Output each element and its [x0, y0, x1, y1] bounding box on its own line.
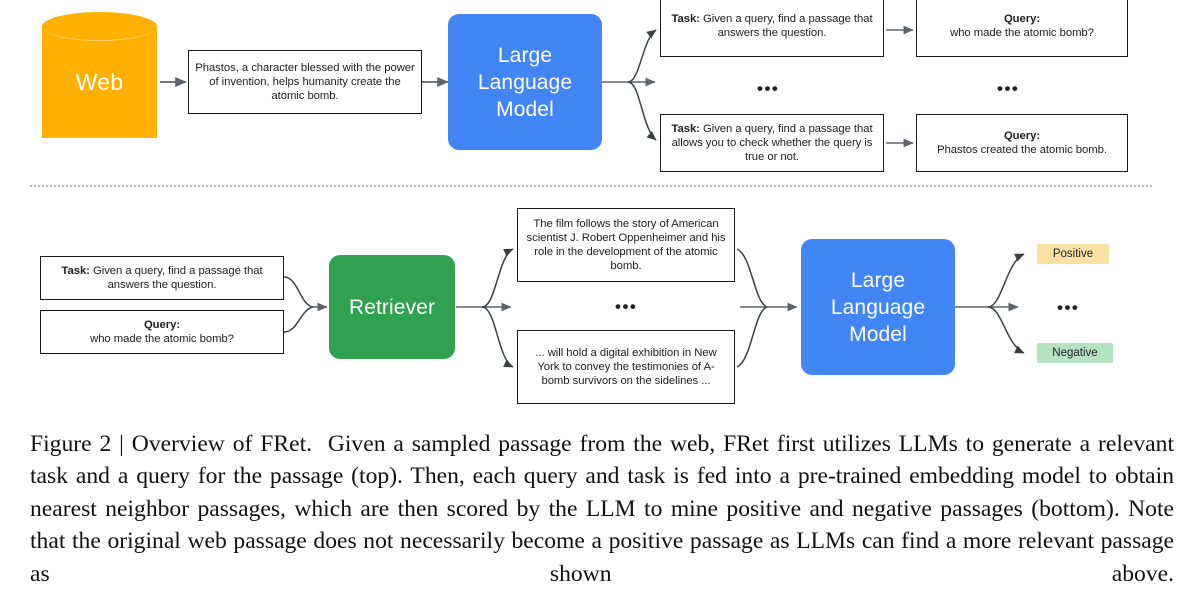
caption-title: Overview of FRet.	[131, 431, 313, 457]
web-source-cylinder: Web	[42, 12, 157, 152]
bottom-llm-line-2: Language	[830, 295, 926, 319]
negative-badge: Negative	[1037, 343, 1113, 363]
input-query-text: who made the atomic bomb?	[90, 333, 234, 345]
input-task-label: Task:	[61, 264, 90, 277]
section-divider	[30, 185, 1152, 187]
query-2-label: Query:	[1003, 129, 1041, 142]
top-llm-line-3: Model	[496, 97, 554, 121]
query-1-label: Query:	[1003, 12, 1041, 25]
top-llm-line-1: Large	[497, 43, 553, 67]
negative-badge-label: Negative	[1052, 347, 1098, 359]
caption-body: Given a sampled passage from the web, FR…	[30, 431, 1174, 587]
cylinder-bottom-ellipse	[42, 110, 157, 138]
task-1-label: Task:	[671, 12, 700, 25]
generated-query-2-box: Query: Phastos created the atomic bomb.	[916, 114, 1128, 172]
generated-query-1-box: Query: who made the atomic bomb?	[916, 0, 1128, 57]
query-1-text: who made the atomic bomb?	[950, 27, 1094, 39]
generated-task-2-content: Task: Given a query, find a passage that…	[667, 122, 877, 165]
task-2-label: Task:	[671, 122, 700, 135]
web-passage-text: Phastos, a character blessed with the po…	[195, 61, 415, 103]
query-2-text: Phastos created the atomic bomb.	[937, 144, 1107, 156]
query-ellipsis: •••	[997, 79, 1020, 98]
web-passage-box: Phastos, a character blessed with the po…	[188, 50, 422, 114]
generated-task-1-content: Task: Given a query, find a passage that…	[667, 12, 877, 40]
generated-task-1-box: Task: Given a query, find a passage that…	[660, 0, 884, 57]
input-query-box: Query: who made the atomic bomb?	[40, 310, 284, 354]
task-1-text: Given a query, find a passage that answe…	[699, 12, 873, 39]
input-query-label: Query:	[143, 318, 181, 331]
bottom-llm-line-1: Large	[850, 268, 906, 292]
retrieved-passage-1-text: The film follows the story of American s…	[526, 217, 726, 273]
generated-task-2-box: Task: Given a query, find a passage that…	[660, 114, 884, 172]
retriever-block: Retriever	[329, 255, 455, 359]
input-task-box: Task: Given a query, find a passage that…	[40, 256, 284, 300]
input-task-content: Task: Given a query, find a passage that…	[47, 264, 277, 292]
retrieved-passage-1-box: The film follows the story of American s…	[517, 208, 735, 282]
figure-caption: Figure 2 | Overview of FRet. Given a sam…	[30, 428, 1174, 590]
retriever-label: Retriever	[348, 295, 436, 319]
score-ellipsis: •••	[1057, 298, 1080, 317]
positive-badge: Positive	[1037, 244, 1109, 264]
task-2-text: Given a query, find a passage that allow…	[671, 122, 873, 164]
retrieved-passage-2-box: ... will hold a digital exhibition in Ne…	[517, 330, 735, 404]
top-llm-line-2: Language	[477, 70, 573, 94]
retrieved-passage-2-text: ... will hold a digital exhibition in Ne…	[535, 346, 717, 388]
positive-badge-label: Positive	[1052, 248, 1094, 260]
input-task-text: Given a query, find a passage that answe…	[89, 264, 263, 291]
caption-label: Figure 2 |	[30, 431, 124, 457]
web-label: Web	[75, 68, 124, 95]
bottom-llm-block: Large Language Model	[801, 239, 955, 375]
passage-ellipsis: •••	[615, 297, 638, 316]
bottom-llm-line-3: Model	[849, 322, 907, 346]
top-llm-block: Large Language Model	[448, 14, 602, 150]
cylinder-top-ellipse	[42, 12, 157, 41]
task-ellipsis: •••	[757, 79, 780, 98]
